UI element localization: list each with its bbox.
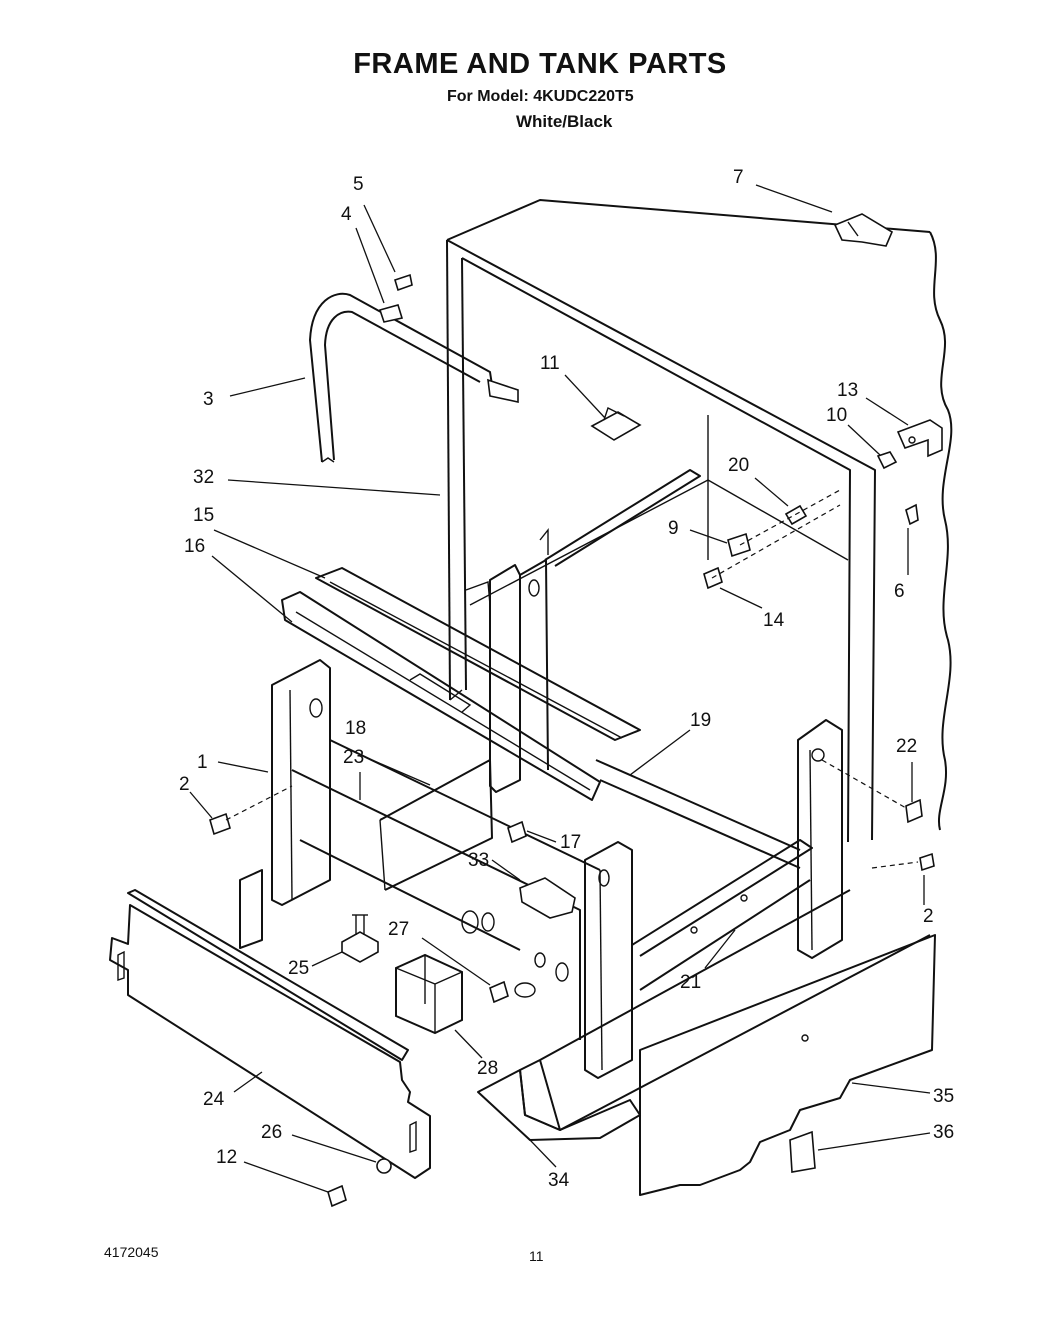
screw-5 bbox=[394, 273, 413, 292]
color-line: White/Black bbox=[516, 112, 613, 131]
callout-3: 3 bbox=[203, 389, 214, 410]
callout-2: 2 bbox=[179, 774, 190, 795]
screw-2-right bbox=[919, 852, 935, 872]
clip-36 bbox=[789, 1130, 816, 1173]
callout-14: 14 bbox=[763, 610, 785, 631]
screw-22 bbox=[905, 798, 923, 824]
spacer-20 bbox=[784, 504, 808, 526]
pad-33 bbox=[519, 877, 576, 919]
page-number: 11 bbox=[529, 1248, 544, 1264]
callout-20: 20 bbox=[728, 455, 749, 476]
callout-28: 28 bbox=[477, 1058, 498, 1079]
clip-11 bbox=[590, 407, 642, 441]
rail-15 bbox=[315, 567, 641, 741]
callout-15: 15 bbox=[193, 505, 214, 526]
callout-32: 32 bbox=[193, 467, 214, 488]
callout-35: 35 bbox=[933, 1086, 954, 1107]
callout-22: 22 bbox=[896, 736, 917, 757]
callout-9: 9 bbox=[668, 518, 679, 539]
bracket-7 bbox=[833, 213, 894, 247]
callout-6: 6 bbox=[894, 581, 905, 602]
callout-34: 34 bbox=[548, 1170, 570, 1191]
rail-19 bbox=[595, 759, 801, 869]
box-28 bbox=[395, 953, 463, 1035]
screw-12 bbox=[327, 1184, 347, 1208]
page-title: FRAME AND TANK PARTS bbox=[353, 48, 727, 80]
callout-11: 11 bbox=[540, 353, 560, 374]
screw-27 bbox=[489, 980, 509, 1004]
callout-16: 16 bbox=[184, 536, 205, 557]
callout-21: 21 bbox=[680, 972, 701, 993]
door-gasket bbox=[309, 292, 519, 463]
callout-17: 17 bbox=[560, 832, 581, 853]
panel-35 bbox=[639, 934, 936, 1196]
washer-26 bbox=[376, 1158, 392, 1174]
callout-33: 33 bbox=[468, 850, 489, 871]
leader-lines bbox=[189, 184, 931, 1193]
screw-2-left bbox=[209, 812, 231, 836]
nut-10 bbox=[876, 451, 898, 470]
callout-18: 18 bbox=[345, 718, 366, 739]
callout-10: 10 bbox=[826, 405, 847, 426]
screw-17 bbox=[507, 820, 527, 844]
base-frame bbox=[239, 559, 931, 1131]
callout-26: 26 bbox=[261, 1122, 282, 1143]
callout-labels: 1 2 2 3 4 5 6 7 9 10 11 12 13 14 15 16 1… bbox=[179, 167, 954, 1191]
rail-16 bbox=[281, 591, 601, 801]
callout-1: 1 bbox=[197, 752, 208, 773]
callout-25: 25 bbox=[288, 958, 309, 979]
callout-4: 4 bbox=[341, 204, 352, 225]
cover-18 bbox=[379, 759, 493, 891]
callout-2: 2 bbox=[923, 906, 934, 927]
callout-12: 12 bbox=[216, 1147, 237, 1168]
callout-13: 13 bbox=[837, 380, 858, 401]
bracket-13 bbox=[896, 419, 943, 458]
clip-4 bbox=[378, 304, 404, 323]
callout-24: 24 bbox=[203, 1089, 225, 1110]
callout-23: 23 bbox=[343, 747, 364, 768]
tank-rail bbox=[539, 469, 701, 567]
callout-7: 7 bbox=[733, 167, 744, 188]
callout-36: 36 bbox=[933, 1122, 954, 1143]
floor-34 bbox=[477, 1069, 641, 1141]
document-number: 4172045 bbox=[104, 1244, 159, 1260]
callout-27: 27 bbox=[388, 919, 409, 940]
callout-19: 19 bbox=[690, 710, 711, 731]
screw-9 bbox=[727, 532, 751, 558]
screw-6 bbox=[905, 503, 919, 526]
leg-25 bbox=[341, 914, 379, 963]
callout-5: 5 bbox=[353, 174, 364, 195]
model-line: For Model: 4KUDC220T5 bbox=[447, 88, 634, 105]
toe-panel-24 bbox=[109, 889, 431, 1179]
tank-body bbox=[446, 199, 953, 843]
